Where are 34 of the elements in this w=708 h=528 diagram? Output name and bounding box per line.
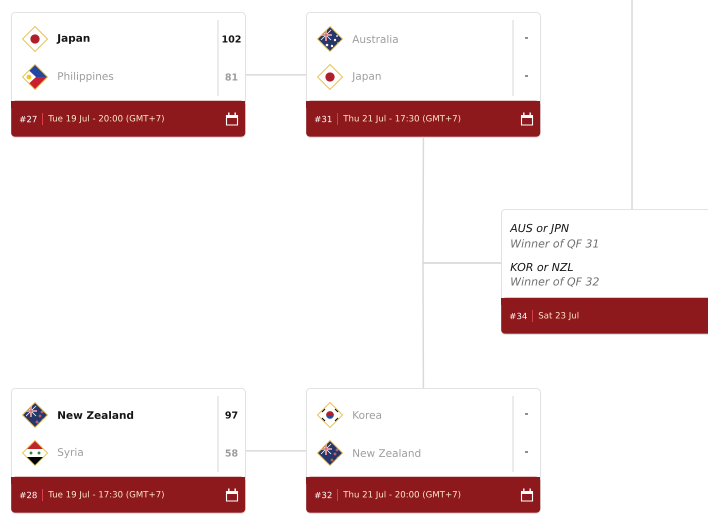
match-date: Tue 19 Jul - 20:00 (GMT+7): [48, 114, 164, 124]
winner-note: Winner of QF 32: [511, 277, 599, 287]
match-date: Tue 19 Jul - 17:30 (GMT+7): [48, 490, 164, 500]
team-name: New Zealand: [58, 410, 134, 420]
score: 81: [225, 73, 238, 81]
connector-line: [422, 262, 501, 388]
connector-line: [631, 0, 633, 209]
match-date: Sat 23 Jul: [538, 312, 578, 320]
match-number: #32: [314, 492, 332, 498]
match-date: Thu 21 Jul - 20:00 (GMT+7): [343, 490, 460, 500]
score: -: [525, 37, 528, 39]
team-options: AUS or JPN: [510, 224, 569, 234]
score: -: [525, 413, 528, 415]
team-name: Korea: [353, 411, 382, 419]
team-name: Japan: [352, 72, 381, 82]
match-date: Thu 21 Jul - 17:30 (GMT+7): [343, 114, 460, 124]
team-options: KOR or NZL: [510, 262, 573, 272]
score: 58: [226, 449, 238, 457]
score: -: [525, 75, 528, 77]
winner-note: Winner of QF 31: [511, 239, 598, 249]
score: 102: [222, 35, 241, 43]
team-name: New Zealand: [353, 448, 420, 458]
team-name: Philippines: [58, 72, 114, 82]
team-name: Australia: [352, 34, 398, 44]
score: 97: [225, 411, 238, 419]
match-number: #31: [314, 116, 332, 122]
match-number: #34: [510, 312, 527, 320]
match-number: #28: [20, 492, 37, 498]
connector-line: [246, 450, 306, 452]
team-name: Japan: [56, 34, 90, 44]
score: -: [525, 451, 528, 453]
team-name: Syria: [58, 448, 83, 458]
connector-line: [246, 74, 306, 76]
match-number: #27: [20, 116, 37, 122]
